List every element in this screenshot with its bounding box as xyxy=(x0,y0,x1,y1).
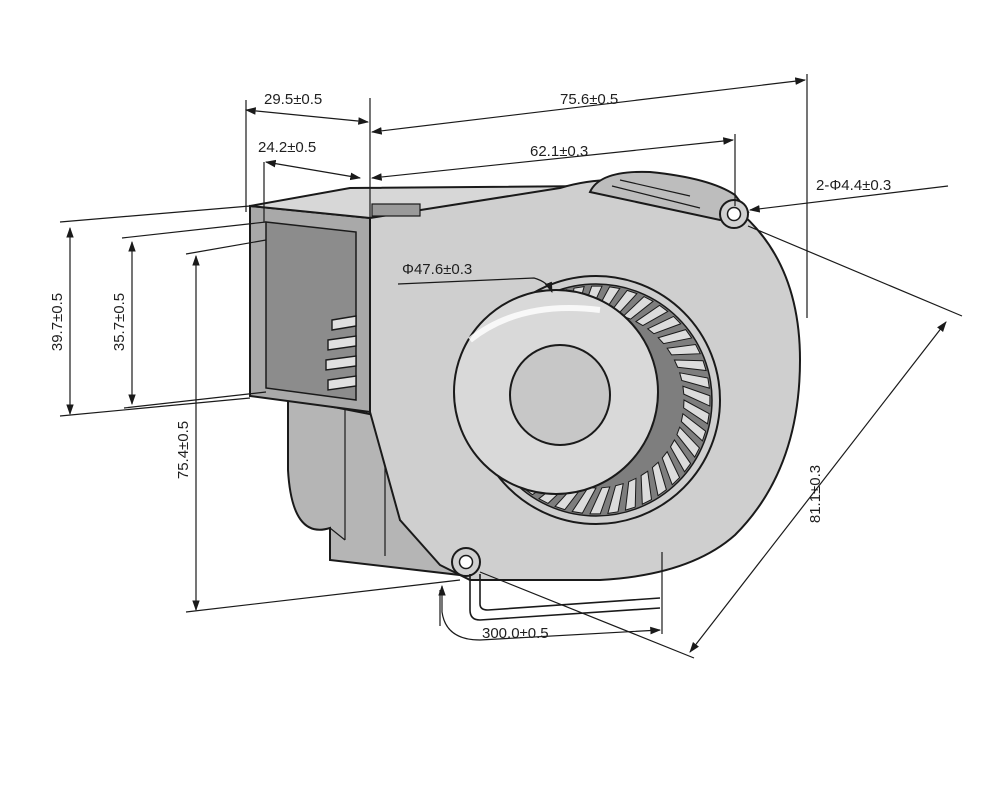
dim-mount-holes: 2-Φ4.4±0.3 xyxy=(816,177,891,194)
dim-impeller-diameter: Φ47.6±0.3 xyxy=(402,261,472,278)
dimension-lines xyxy=(59,74,963,659)
dimension-labels: 75.6±0.5 62.1±0.3 29.5±0.5 24.2±0.5 39.7… xyxy=(49,91,891,642)
impeller-blade xyxy=(622,295,654,320)
fan-body xyxy=(249,170,802,581)
dim-width-total: 75.6±0.5 xyxy=(560,91,618,108)
dim-outlet-height-outer: 39.7±0.5 xyxy=(49,293,66,351)
dim-depth-inner: 24.2±0.5 xyxy=(258,139,316,156)
impeller-blade xyxy=(640,470,653,505)
impeller-blade xyxy=(589,486,611,515)
impeller-blade xyxy=(646,315,682,335)
mount-hole-bottom xyxy=(451,547,481,577)
impeller-blade xyxy=(635,304,669,327)
impeller-blade xyxy=(661,450,681,486)
impeller-blade xyxy=(624,477,637,511)
dim-depth-total: 29.5±0.5 xyxy=(264,91,322,108)
outlet-inner xyxy=(265,221,357,401)
dim-outlet-height-inner: 35.7±0.5 xyxy=(111,293,128,351)
outlet-blades xyxy=(325,315,357,391)
impeller-blade xyxy=(651,461,667,497)
impeller-blade xyxy=(607,482,624,514)
dim-width-hole-span: 62.1±0.3 xyxy=(530,143,588,160)
dim-height-total: 75.4±0.5 xyxy=(175,421,192,479)
impeller-blade xyxy=(669,439,692,473)
dim-wire-length: 300.0±0.5 xyxy=(482,625,549,642)
impeller-hub-inner xyxy=(509,344,611,446)
dim-hole-diagonal: 81.1±0.3 xyxy=(807,465,824,523)
mount-hole-top xyxy=(719,199,749,229)
connector-clip xyxy=(371,203,421,217)
